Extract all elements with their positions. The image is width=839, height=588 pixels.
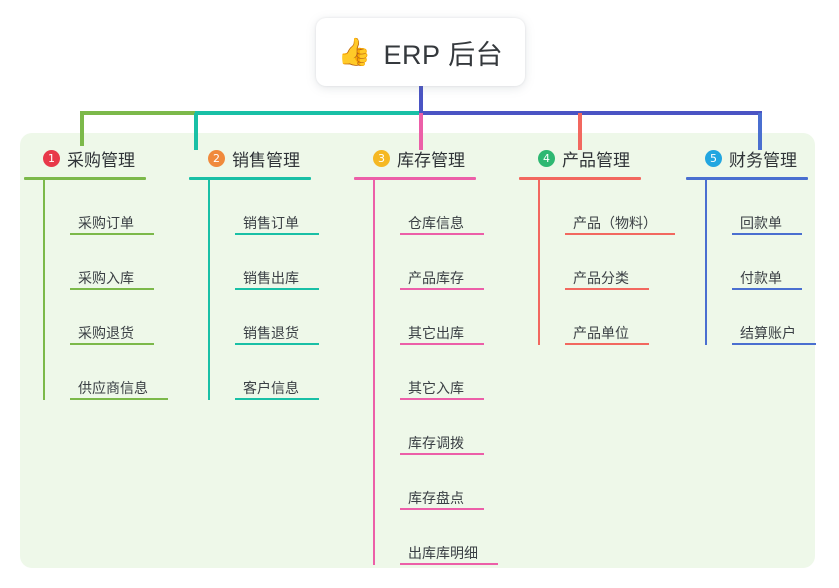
list-item[interactable]: 产品（物料） <box>565 180 689 235</box>
list-item[interactable]: 产品库存 <box>400 235 514 290</box>
child-rule <box>565 343 649 345</box>
child-rule <box>732 288 802 290</box>
branch-label-2: 销售管理 <box>232 150 300 170</box>
root-node[interactable]: 👍 ERP 后台 <box>316 18 525 86</box>
branch-header-5[interactable]: 5 财务管理 <box>686 145 831 171</box>
child-rule <box>565 288 649 290</box>
branch-label-4: 产品管理 <box>562 150 630 170</box>
branch-children-4: 产品（物料） 产品分类 产品单位 <box>538 180 689 345</box>
child-label: 产品单位 <box>573 325 629 341</box>
child-rule <box>235 288 319 290</box>
branch-rule-4 <box>519 177 641 180</box>
branch-rule-3 <box>354 177 476 180</box>
thumbs-up-icon: 👍 <box>337 36 372 67</box>
child-rule <box>400 343 484 345</box>
child-label: 其它出库 <box>408 325 464 341</box>
branch-children-2: 销售订单 销售出库 销售退货 客户信息 <box>208 180 349 400</box>
list-item[interactable]: 结算账户 <box>732 290 831 345</box>
branch-rule-1 <box>24 177 146 180</box>
list-item[interactable]: 库存调拨 <box>400 400 514 455</box>
child-label: 销售退货 <box>243 325 299 341</box>
child-label: 销售出库 <box>243 270 299 286</box>
child-rule <box>70 233 154 235</box>
branch-badge-5: 5 <box>705 149 722 167</box>
branches-panel <box>20 133 815 568</box>
branch-column-2: 2 销售管理 销售订单 销售出库 销售退货 客户信息 <box>189 145 349 400</box>
child-label: 出库库明细 <box>408 545 478 561</box>
branch-rule-2 <box>189 177 311 180</box>
branch-header-1[interactable]: 1 采购管理 <box>24 145 184 171</box>
child-rule <box>235 233 319 235</box>
list-item[interactable]: 采购退货 <box>70 290 184 345</box>
list-item[interactable]: 产品分类 <box>565 235 689 290</box>
child-rule <box>732 233 802 235</box>
list-item[interactable]: 产品单位 <box>565 290 689 345</box>
list-item[interactable]: 其它出库 <box>400 290 514 345</box>
child-rule <box>70 288 154 290</box>
list-item[interactable]: 销售退货 <box>235 290 349 345</box>
child-label: 产品库存 <box>408 270 464 286</box>
list-item[interactable]: 采购入库 <box>70 235 184 290</box>
child-rule <box>400 233 484 235</box>
branch-children-3: 仓库信息 产品库存 其它出库 其它入库 库存调拨 库存盘点 <box>373 180 514 565</box>
child-label: 仓库信息 <box>408 215 464 231</box>
list-item[interactable]: 出库库明细 <box>400 510 514 565</box>
branch-badge-2: 2 <box>208 149 225 167</box>
list-item[interactable]: 库存盘点 <box>400 455 514 510</box>
branch-column-5: 5 财务管理 回款单 付款单 结算账户 <box>686 145 831 345</box>
root-title: ERP 后台 <box>383 39 504 70</box>
child-rule <box>400 508 484 510</box>
list-item[interactable]: 其它入库 <box>400 345 514 400</box>
child-label: 销售订单 <box>243 215 299 231</box>
child-label: 采购入库 <box>78 270 134 286</box>
branch-column-4: 4 产品管理 产品（物料） 产品分类 产品单位 <box>519 145 689 345</box>
branch-header-3[interactable]: 3 库存管理 <box>354 145 514 171</box>
child-label: 其它入库 <box>408 380 464 396</box>
child-rule <box>400 288 484 290</box>
child-rule <box>732 343 816 345</box>
child-label: 付款单 <box>740 270 782 286</box>
child-label: 库存调拨 <box>408 435 464 451</box>
child-label: 库存盘点 <box>408 490 464 506</box>
branch-children-5: 回款单 付款单 结算账户 <box>705 180 831 345</box>
child-rule <box>400 398 484 400</box>
branch-children-1: 采购订单 采购入库 采购退货 供应商信息 <box>43 180 184 400</box>
branch-column-1: 1 采购管理 采购订单 采购入库 采购退货 供应商信息 <box>24 145 184 400</box>
child-rule <box>565 233 675 235</box>
child-label: 客户信息 <box>243 380 299 396</box>
branch-column-3: 3 库存管理 仓库信息 产品库存 其它出库 其它入库 库存调拨 <box>354 145 514 565</box>
branch-badge-4: 4 <box>538 149 555 167</box>
child-rule <box>235 343 319 345</box>
list-item[interactable]: 供应商信息 <box>70 345 184 400</box>
child-label: 采购订单 <box>78 215 134 231</box>
child-label: 采购退货 <box>78 325 134 341</box>
child-label: 产品（物料） <box>573 215 657 231</box>
child-label: 结算账户 <box>740 325 796 341</box>
branch-badge-1: 1 <box>43 149 60 167</box>
child-rule <box>400 453 484 455</box>
branch-header-4[interactable]: 4 产品管理 <box>519 145 689 171</box>
branch-rule-5 <box>686 177 808 180</box>
child-rule <box>400 563 498 565</box>
branch-badge-3: 3 <box>373 149 390 167</box>
child-label: 供应商信息 <box>78 380 148 396</box>
list-item[interactable]: 采购订单 <box>70 180 184 235</box>
list-item[interactable]: 客户信息 <box>235 345 349 400</box>
branch-header-2[interactable]: 2 销售管理 <box>189 145 349 171</box>
child-label: 产品分类 <box>573 270 629 286</box>
child-label: 回款单 <box>740 215 782 231</box>
list-item[interactable]: 销售订单 <box>235 180 349 235</box>
list-item[interactable]: 付款单 <box>732 235 831 290</box>
list-item[interactable]: 回款单 <box>732 180 831 235</box>
branch-label-5: 财务管理 <box>729 150 797 170</box>
branch-label-1: 采购管理 <box>67 150 135 170</box>
list-item[interactable]: 仓库信息 <box>400 180 514 235</box>
list-item[interactable]: 销售出库 <box>235 235 349 290</box>
child-rule <box>70 398 168 400</box>
branch-label-3: 库存管理 <box>397 150 465 170</box>
child-rule <box>235 398 319 400</box>
child-rule <box>70 343 154 345</box>
